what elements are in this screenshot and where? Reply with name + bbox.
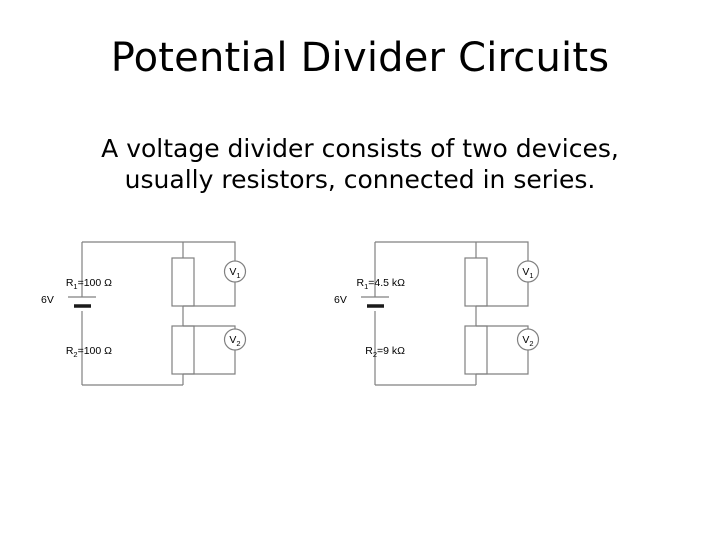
slide-body-text: A voltage divider consists of two device… (36, 133, 684, 195)
voltmeter-v2-label: V2 (229, 334, 240, 348)
voltmeter-v1-name: V (229, 266, 236, 278)
wire-group-left (81, 241, 184, 386)
resistor-r2-value: =100 Ω (78, 345, 113, 357)
wire-v1-lower (476, 282, 529, 307)
voltmeter-v1-subscript: 1 (529, 271, 533, 280)
voltmeter-v2-name: V (229, 334, 236, 346)
resistor-r2-value: =9 kΩ (377, 345, 405, 357)
voltmeter-v1-name: V (522, 266, 529, 278)
resistor-r1-subscript: 1 (364, 282, 368, 291)
voltmeter-v2-label: V2 (522, 334, 533, 348)
resistor-r2-subscript: 2 (73, 350, 77, 359)
wire-v1-lower (183, 282, 236, 307)
circuit-diagram-row: 6V R1=100 Ω R2=100 Ω V1 (0, 228, 720, 403)
source-voltage-label-left: 6V (41, 294, 54, 306)
voltmeter-v2-name: V (522, 334, 529, 346)
wire-v2-upper (476, 325, 529, 329)
voltmeter-v1-branch (476, 241, 540, 307)
voltmeter-v2-subscript: 2 (529, 339, 533, 348)
resistor-r2-label: R2=9 kΩ (365, 345, 405, 359)
voltmeter-v2-circle (223, 328, 247, 351)
voltmeter-v1-circle (516, 260, 540, 283)
circuit-diagram-left: 6V R1=100 Ω R2=100 Ω V1 (41, 241, 247, 386)
voltmeter-v1-branch (183, 241, 247, 307)
resistor-r1-body (171, 257, 195, 307)
resistor-r2-body (171, 325, 195, 375)
wire-v1-upper (476, 241, 529, 261)
body-line-2: usually resistors, connected in series. (124, 165, 596, 194)
resistor-r1-subscript: 1 (73, 282, 77, 291)
resistor-r1-name: R (66, 277, 74, 289)
battery-symbol (361, 296, 389, 308)
resistor-r1-body (464, 257, 488, 307)
resistor-r1-label: R1=4.5 kΩ (356, 277, 405, 291)
voltmeter-v1-label: V1 (229, 266, 240, 280)
voltmeter-v1-circle (223, 260, 247, 283)
battery-symbol (68, 296, 96, 308)
wire-v1-upper (183, 241, 236, 261)
resistor-r2-name: R (365, 345, 373, 357)
resistor-r1-value: =100 Ω (78, 277, 113, 289)
resistor-r1-name: R (356, 277, 364, 289)
resistor-r2-label: R2=100 Ω (66, 345, 112, 359)
resistor-r1-value: =4.5 kΩ (368, 277, 405, 289)
voltmeter-v2-subscript: 2 (236, 339, 240, 348)
resistor-r1-label: R1=100 Ω (66, 277, 112, 291)
voltmeter-v1-subscript: 1 (236, 271, 240, 280)
circuit-diagram-right: 6V R1=4.5 kΩ R2=9 kΩ V1 (334, 241, 540, 386)
wire-group-right (374, 241, 477, 386)
body-line-1: A voltage divider consists of two device… (101, 134, 619, 163)
resistor-r2-subscript: 2 (373, 350, 377, 359)
resistor-r2-body (464, 325, 488, 375)
resistor-r2-name: R (66, 345, 74, 357)
voltmeter-v1-label: V1 (522, 266, 533, 280)
voltmeter-v2-branch (476, 325, 540, 375)
voltmeter-v2-branch (183, 325, 247, 375)
voltmeter-v2-circle (516, 328, 540, 351)
wire-v2-lower (183, 350, 236, 375)
page-title: Potential Divider Circuits (110, 35, 610, 81)
source-voltage-label-right: 6V (334, 294, 347, 306)
wire-v2-upper (183, 325, 236, 329)
wire-v2-lower (476, 350, 529, 375)
